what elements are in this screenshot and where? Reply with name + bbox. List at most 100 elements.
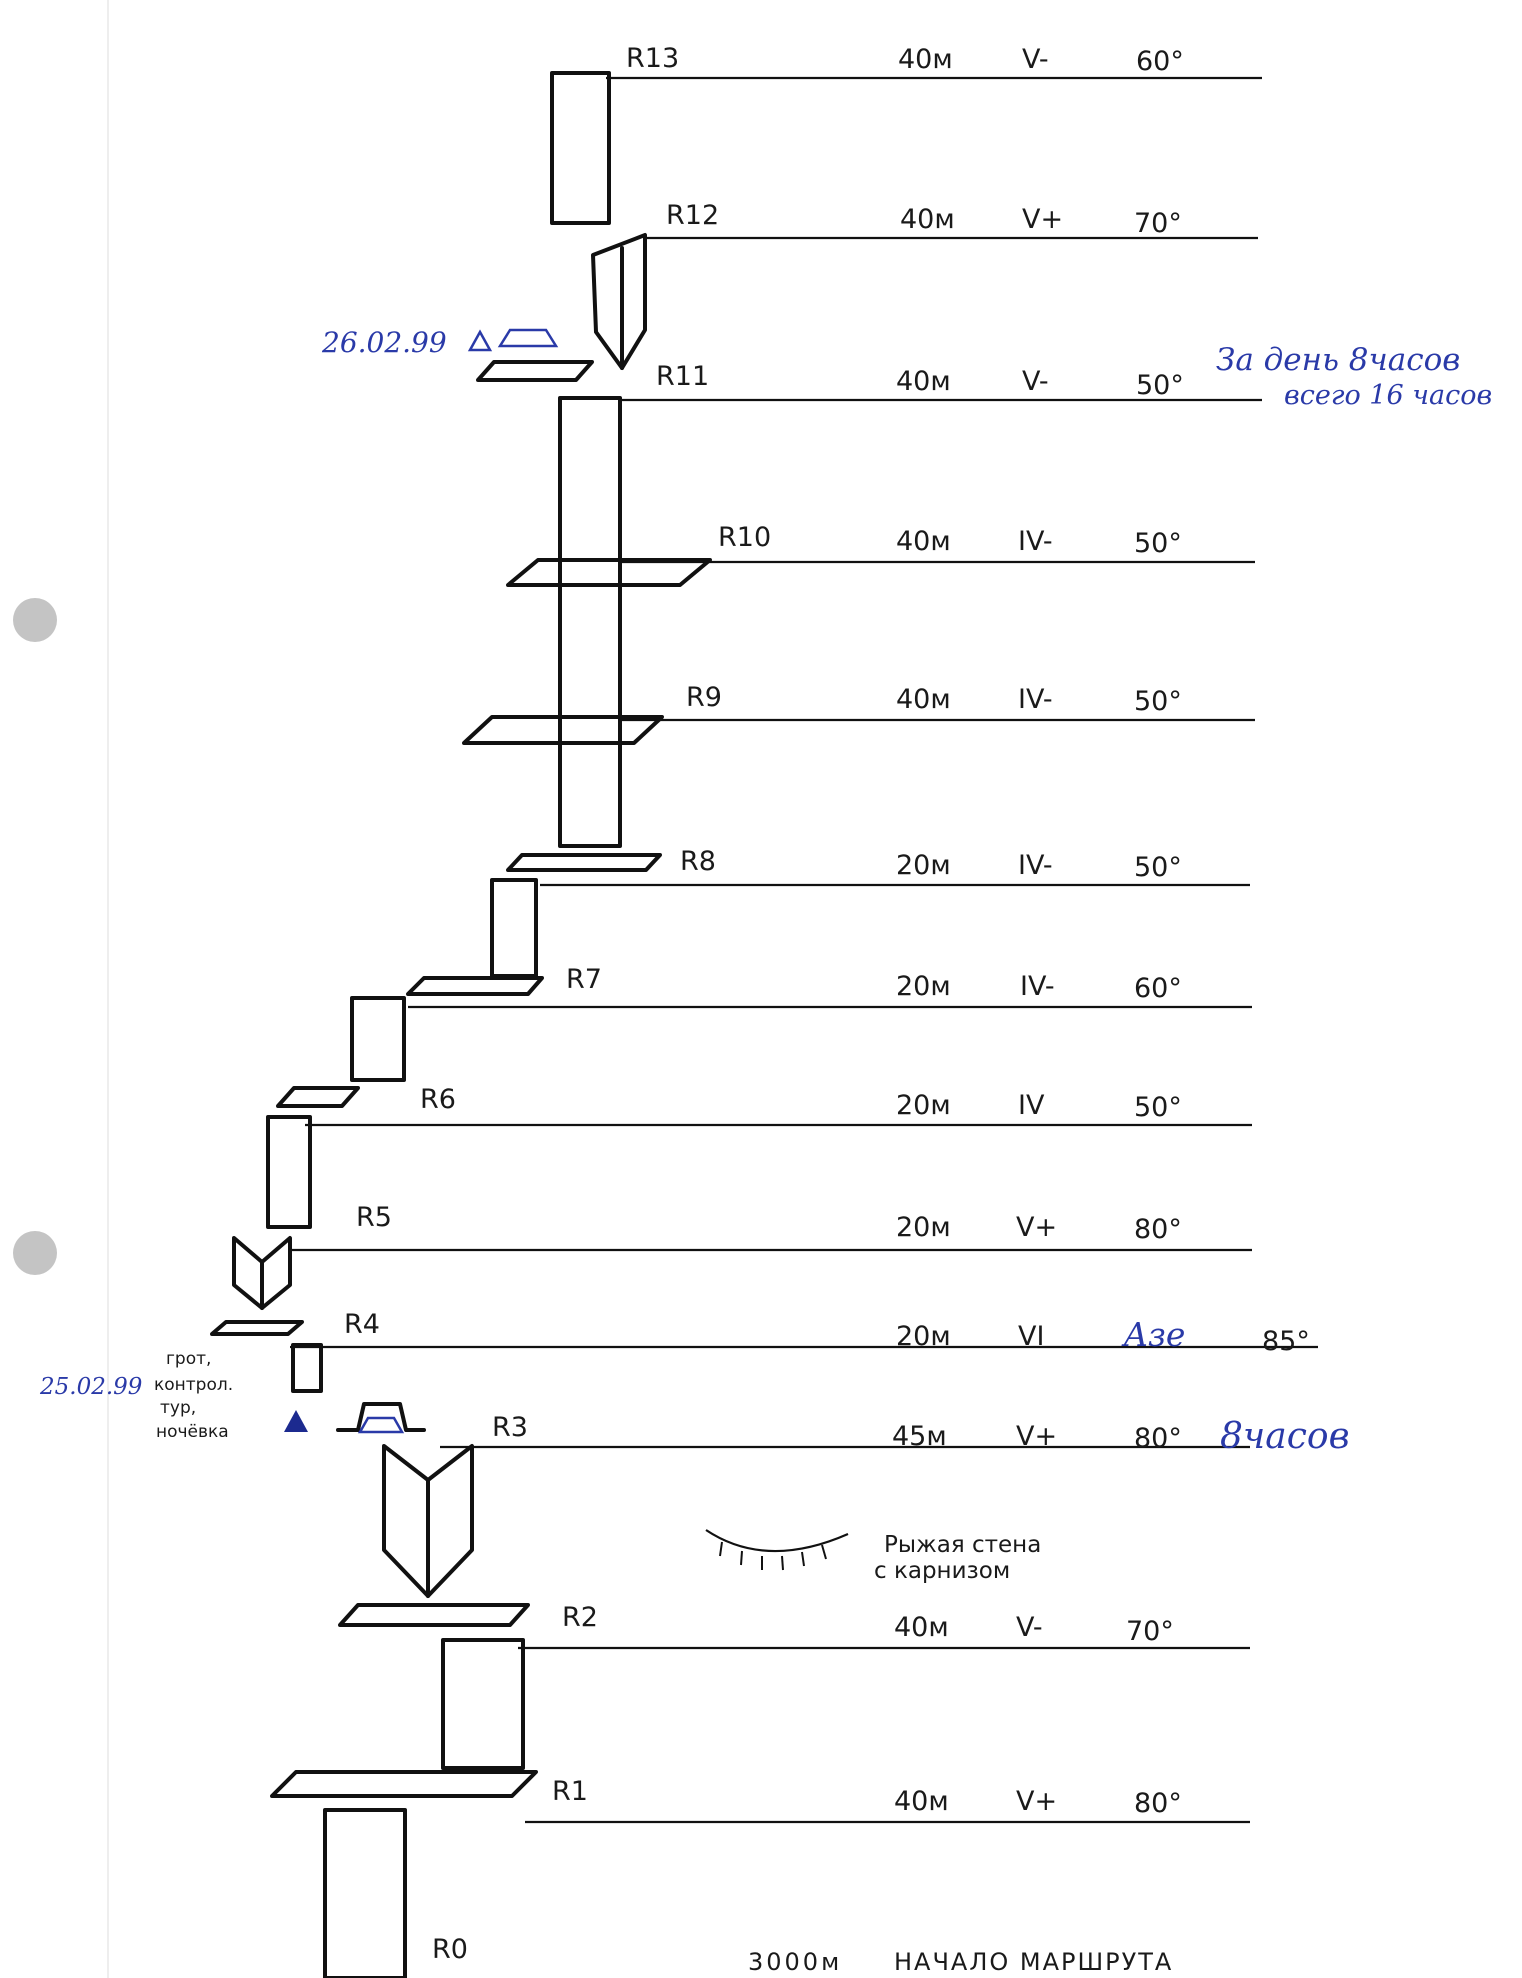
bivouac-top-day-note: За день 8часов [1216, 342, 1460, 378]
label-r5: R5 [356, 1202, 392, 1233]
angle-r7: 60° [1134, 973, 1182, 1004]
angle-r9: 50° [1134, 686, 1182, 717]
overhang-symbol [705, 1529, 849, 1553]
wall-section-r8-r11 [558, 396, 622, 848]
length-r5: 20м [896, 1212, 951, 1243]
ledge-r9 [462, 715, 664, 745]
length-r10: 40м [896, 526, 951, 557]
grade-r8: IV- [1018, 850, 1053, 881]
wall-section-r5-r6 [266, 1115, 312, 1229]
length-r3: 45м [892, 1421, 947, 1452]
angle-r10: 50° [1134, 528, 1182, 559]
length-r1: 40м [894, 1786, 949, 1817]
start-label: НАЧАЛО МАРШРУТА [894, 1948, 1173, 1976]
angle-r1: 80° [1134, 1788, 1182, 1819]
pitch-grades: V- V+ V- IV- IV- IV- IV- IV V+ VI V+ V- … [1016, 44, 1063, 1817]
bivouac-top-date: 26.02.99 [321, 326, 447, 359]
label-r9: R9 [686, 682, 722, 713]
length-r7: 20м [896, 971, 951, 1002]
bivouac-top-icon [497, 328, 559, 348]
grotto-label-line2: контрол. [154, 1375, 233, 1395]
time-note-r3: 8часов [1220, 1416, 1350, 1457]
label-r12: R12 [666, 200, 719, 231]
start-altitude: 3000м [748, 1948, 842, 1976]
wall-section-r1-r2 [441, 1638, 525, 1770]
binder-hole-lower [13, 1231, 57, 1275]
grotto-label-line4: ночёвка [156, 1422, 229, 1442]
length-r2: 40м [894, 1612, 949, 1643]
grade-r13: V- [1022, 44, 1049, 75]
angle-r6: 50° [1134, 1092, 1182, 1123]
label-r7: R7 [566, 964, 602, 995]
grotto-label-line3: тур, [160, 1398, 196, 1418]
ledge-r6 [276, 1086, 360, 1108]
aid-grade-r4: Aзе [1121, 1315, 1185, 1354]
grade-r2: V- [1016, 1612, 1043, 1643]
length-r9: 40м [896, 684, 951, 715]
length-r13: 40м [898, 44, 953, 75]
wall-section-r3-r4 [291, 1343, 323, 1393]
control-cairn-top-icon [467, 329, 493, 352]
feature-line1: Рыжая стена [884, 1532, 1041, 1558]
label-r11: R11 [656, 361, 709, 392]
length-r12: 40м [900, 204, 955, 235]
angle-r3: 80° [1134, 1423, 1182, 1454]
angle-r2: 70° [1126, 1616, 1174, 1647]
wall-section-r12-r13 [550, 71, 611, 225]
ledge-r10 [506, 558, 712, 587]
label-r4: R4 [344, 1309, 380, 1340]
grade-r10: IV- [1018, 526, 1053, 557]
wall-section-r6-r7 [350, 996, 406, 1082]
grade-r11: V- [1022, 366, 1049, 397]
label-r8: R8 [680, 846, 716, 877]
wall-section-r0-r1 [323, 1808, 407, 1978]
binder-hole-upper [13, 598, 57, 642]
route-symbols [210, 71, 849, 1978]
label-r1: R1 [552, 1776, 588, 1807]
grotto-symbol [336, 1402, 426, 1432]
ledge-r4 [210, 1320, 304, 1336]
label-r2: R2 [562, 1602, 598, 1633]
grade-r9: IV- [1018, 684, 1053, 715]
angle-r13: 60° [1136, 46, 1184, 77]
grade-r7: IV- [1020, 971, 1055, 1002]
grade-r6: IV [1018, 1090, 1045, 1121]
grade-r3: V+ [1016, 1421, 1057, 1452]
wall-section-r7-r8 [490, 878, 538, 978]
pitch-labels: R13 R12 R11 R10 R9 R8 R7 R6 R5 R4 R3 R2 … [344, 43, 771, 1965]
length-r8: 20м [896, 850, 951, 881]
ledge-r2 [338, 1603, 530, 1627]
grade-r12: V+ [1022, 204, 1063, 235]
label-r10: R10 [718, 522, 771, 553]
pitch-angles: 60° 70° 50° 50° 50° 50° 60° 50° 80° 85° … [1126, 46, 1310, 1819]
length-r11: 40м [896, 366, 951, 397]
pitch-lengths: 40м 40м 40м 40м 40м 20м 20м 20м 20м 20м … [892, 44, 955, 1817]
grade-r5: V+ [1016, 1212, 1057, 1243]
label-r6: R6 [420, 1084, 456, 1115]
bivouac-top-total-note: всего 16 часов [1284, 380, 1492, 411]
length-r6: 20м [896, 1090, 951, 1121]
ledge-r1 [270, 1770, 538, 1798]
control-cairn-bottom-icon [284, 1410, 308, 1432]
angle-r11: 50° [1136, 370, 1184, 401]
ledge-r11 [476, 360, 594, 382]
grade-r1: V+ [1016, 1786, 1057, 1817]
grotto-bivouac-icon [357, 1416, 405, 1434]
corner-symbol-r12 [591, 233, 647, 370]
angle-r8: 50° [1134, 852, 1182, 883]
angle-r12: 70° [1134, 208, 1182, 239]
angle-r5: 80° [1134, 1214, 1182, 1245]
feature-line2: с карнизом [874, 1558, 1010, 1584]
length-r4: 20м [896, 1321, 951, 1352]
label-r0: R0 [432, 1934, 468, 1965]
grade-r4: VI [1018, 1321, 1044, 1352]
label-r13: R13 [626, 43, 679, 74]
label-r3: R3 [492, 1412, 528, 1443]
angle-r4: 85° [1262, 1326, 1310, 1357]
ledge-r8 [506, 853, 662, 872]
grotto-label-line1: грот, [166, 1349, 211, 1369]
ledge-r7 [406, 976, 544, 996]
bivouac-bottom-date: 25.02.99 [39, 1374, 142, 1400]
pitch-lines [290, 76, 1318, 1824]
